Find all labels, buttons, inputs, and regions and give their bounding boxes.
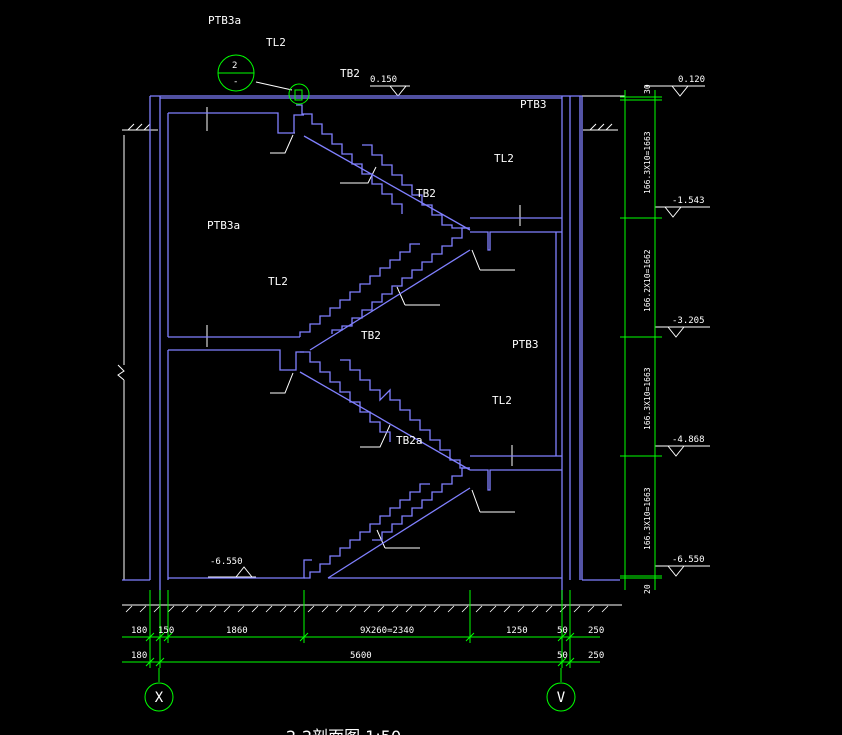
hdim-r2-d: 250 — [588, 651, 604, 661]
structure-lines — [122, 95, 620, 600]
horizontal-dim-labels: 180 150 1860 9X260=2340 1250 50 250 180 … — [131, 626, 604, 661]
hdim-r1-e: 1250 — [506, 626, 528, 636]
labels: PTB3a TL2 TB2 PTB3 TL2 TB2 PTB3a TL2 TB2… — [207, 14, 547, 447]
vdim-top: 30 — [643, 84, 652, 94]
label-tb2-top: TB2 — [340, 67, 360, 80]
level-top-right: 0.120 — [678, 75, 705, 85]
label-ptb3a-top: PTB3a — [208, 14, 241, 27]
hdim-r1-c: 1860 — [226, 626, 248, 636]
level-top-left: 0.150 — [370, 75, 397, 85]
label-tl2-right1: TL2 — [494, 152, 514, 165]
axis-label-v: V — [557, 690, 566, 706]
level-labels: 0.150 0.120 -1.543 -3.205 -4.868 -6.550 … — [210, 75, 705, 567]
hdim-r2-b: 5600 — [350, 651, 372, 661]
hdim-r1-a: 180 — [131, 626, 147, 636]
axis-labels: X V — [155, 690, 566, 706]
label-tb2a: TB2a — [396, 434, 423, 447]
level-l4: -6.550 — [672, 555, 705, 565]
vdim-4: 166.3X10=1663 — [643, 487, 652, 550]
axis-bubble-v — [546, 682, 576, 712]
level-l1: -1.543 — [672, 196, 705, 206]
axis-label-x: X — [155, 690, 164, 706]
hdim-r2-a: 180 — [131, 651, 147, 661]
label-ptb3-top: PTB3 — [520, 98, 547, 111]
hdim-r1-b: 150 — [158, 626, 174, 636]
detail-ref-circle — [288, 83, 310, 105]
label-tb2-mid1: TB2 — [416, 187, 436, 200]
white-linework — [117, 81, 710, 613]
hdim-r1-f: 50 — [557, 626, 568, 636]
dimension-lines — [122, 54, 662, 712]
axis-bubble-x — [144, 682, 174, 712]
vdim-2: 166.2X10=1662 — [643, 249, 652, 312]
detail-sub: - — [233, 77, 238, 87]
label-tl2-top: TL2 — [266, 36, 286, 49]
label-tl2-left: TL2 — [268, 275, 288, 288]
hdim-r1-d: 9X260=2340 — [360, 626, 414, 636]
vdim-3: 166.3X10=1663 — [643, 367, 652, 430]
level-floor: -6.550 — [210, 557, 243, 567]
label-ptb3a-left: PTB3a — [207, 219, 240, 232]
vertical-dim-labels: 30 166.3X10=1663 166.2X10=1662 166.3X10=… — [643, 84, 652, 594]
vdim-1: 166.3X10=1663 — [643, 131, 652, 194]
label-tb2-mid2: TB2 — [361, 329, 381, 342]
hdim-r1-g: 250 — [588, 626, 604, 636]
label-tl2-right2: TL2 — [492, 394, 512, 407]
label-ptb3-right: PTB3 — [512, 338, 539, 351]
level-l3: -4.868 — [672, 435, 705, 445]
hdim-r2-c: 50 — [557, 651, 568, 661]
detail-number: 2 — [232, 61, 237, 71]
detail-bubble-text: 2 - — [232, 61, 238, 87]
vdim-bottom: 20 — [643, 584, 652, 594]
level-l2: -3.205 — [672, 316, 705, 326]
drawing-caption: 2-2剖面图 1:50 — [286, 727, 401, 735]
